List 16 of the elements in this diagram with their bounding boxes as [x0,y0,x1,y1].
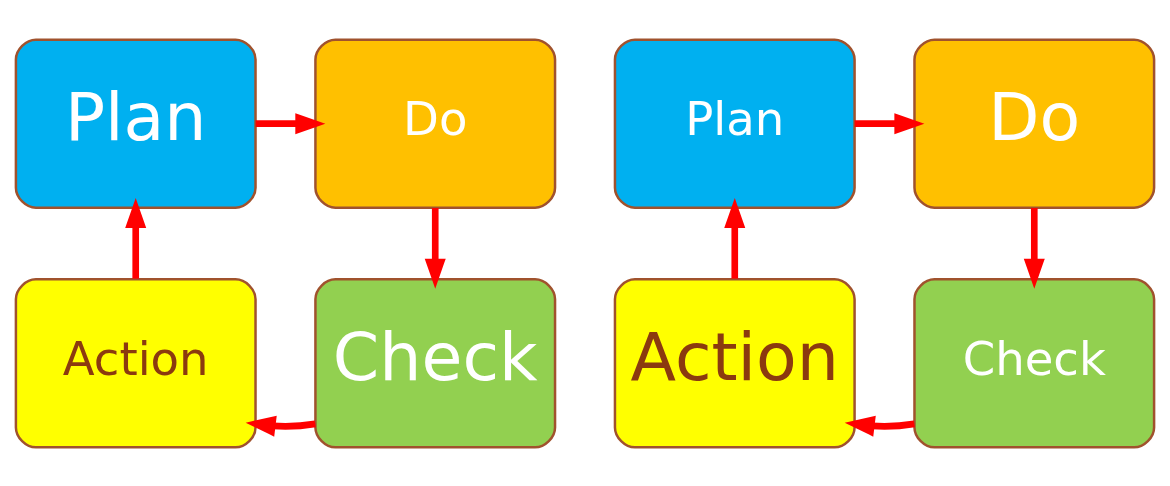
arrow [1023,207,1045,289]
node-box: Action [14,277,257,449]
arrow [724,197,746,279]
arrow [255,112,326,134]
arrow [854,112,925,134]
arrow [424,207,446,289]
arrow [245,415,316,437]
node-box: Check [913,277,1156,449]
node-box: Action [613,277,856,449]
arrow [844,415,915,437]
arrow [125,197,147,279]
node-box: Check [314,277,557,449]
node-box: Plan [14,37,257,209]
node-box: Do [314,37,557,209]
node-box: Plan [613,37,856,209]
node-box: Do [913,37,1156,209]
